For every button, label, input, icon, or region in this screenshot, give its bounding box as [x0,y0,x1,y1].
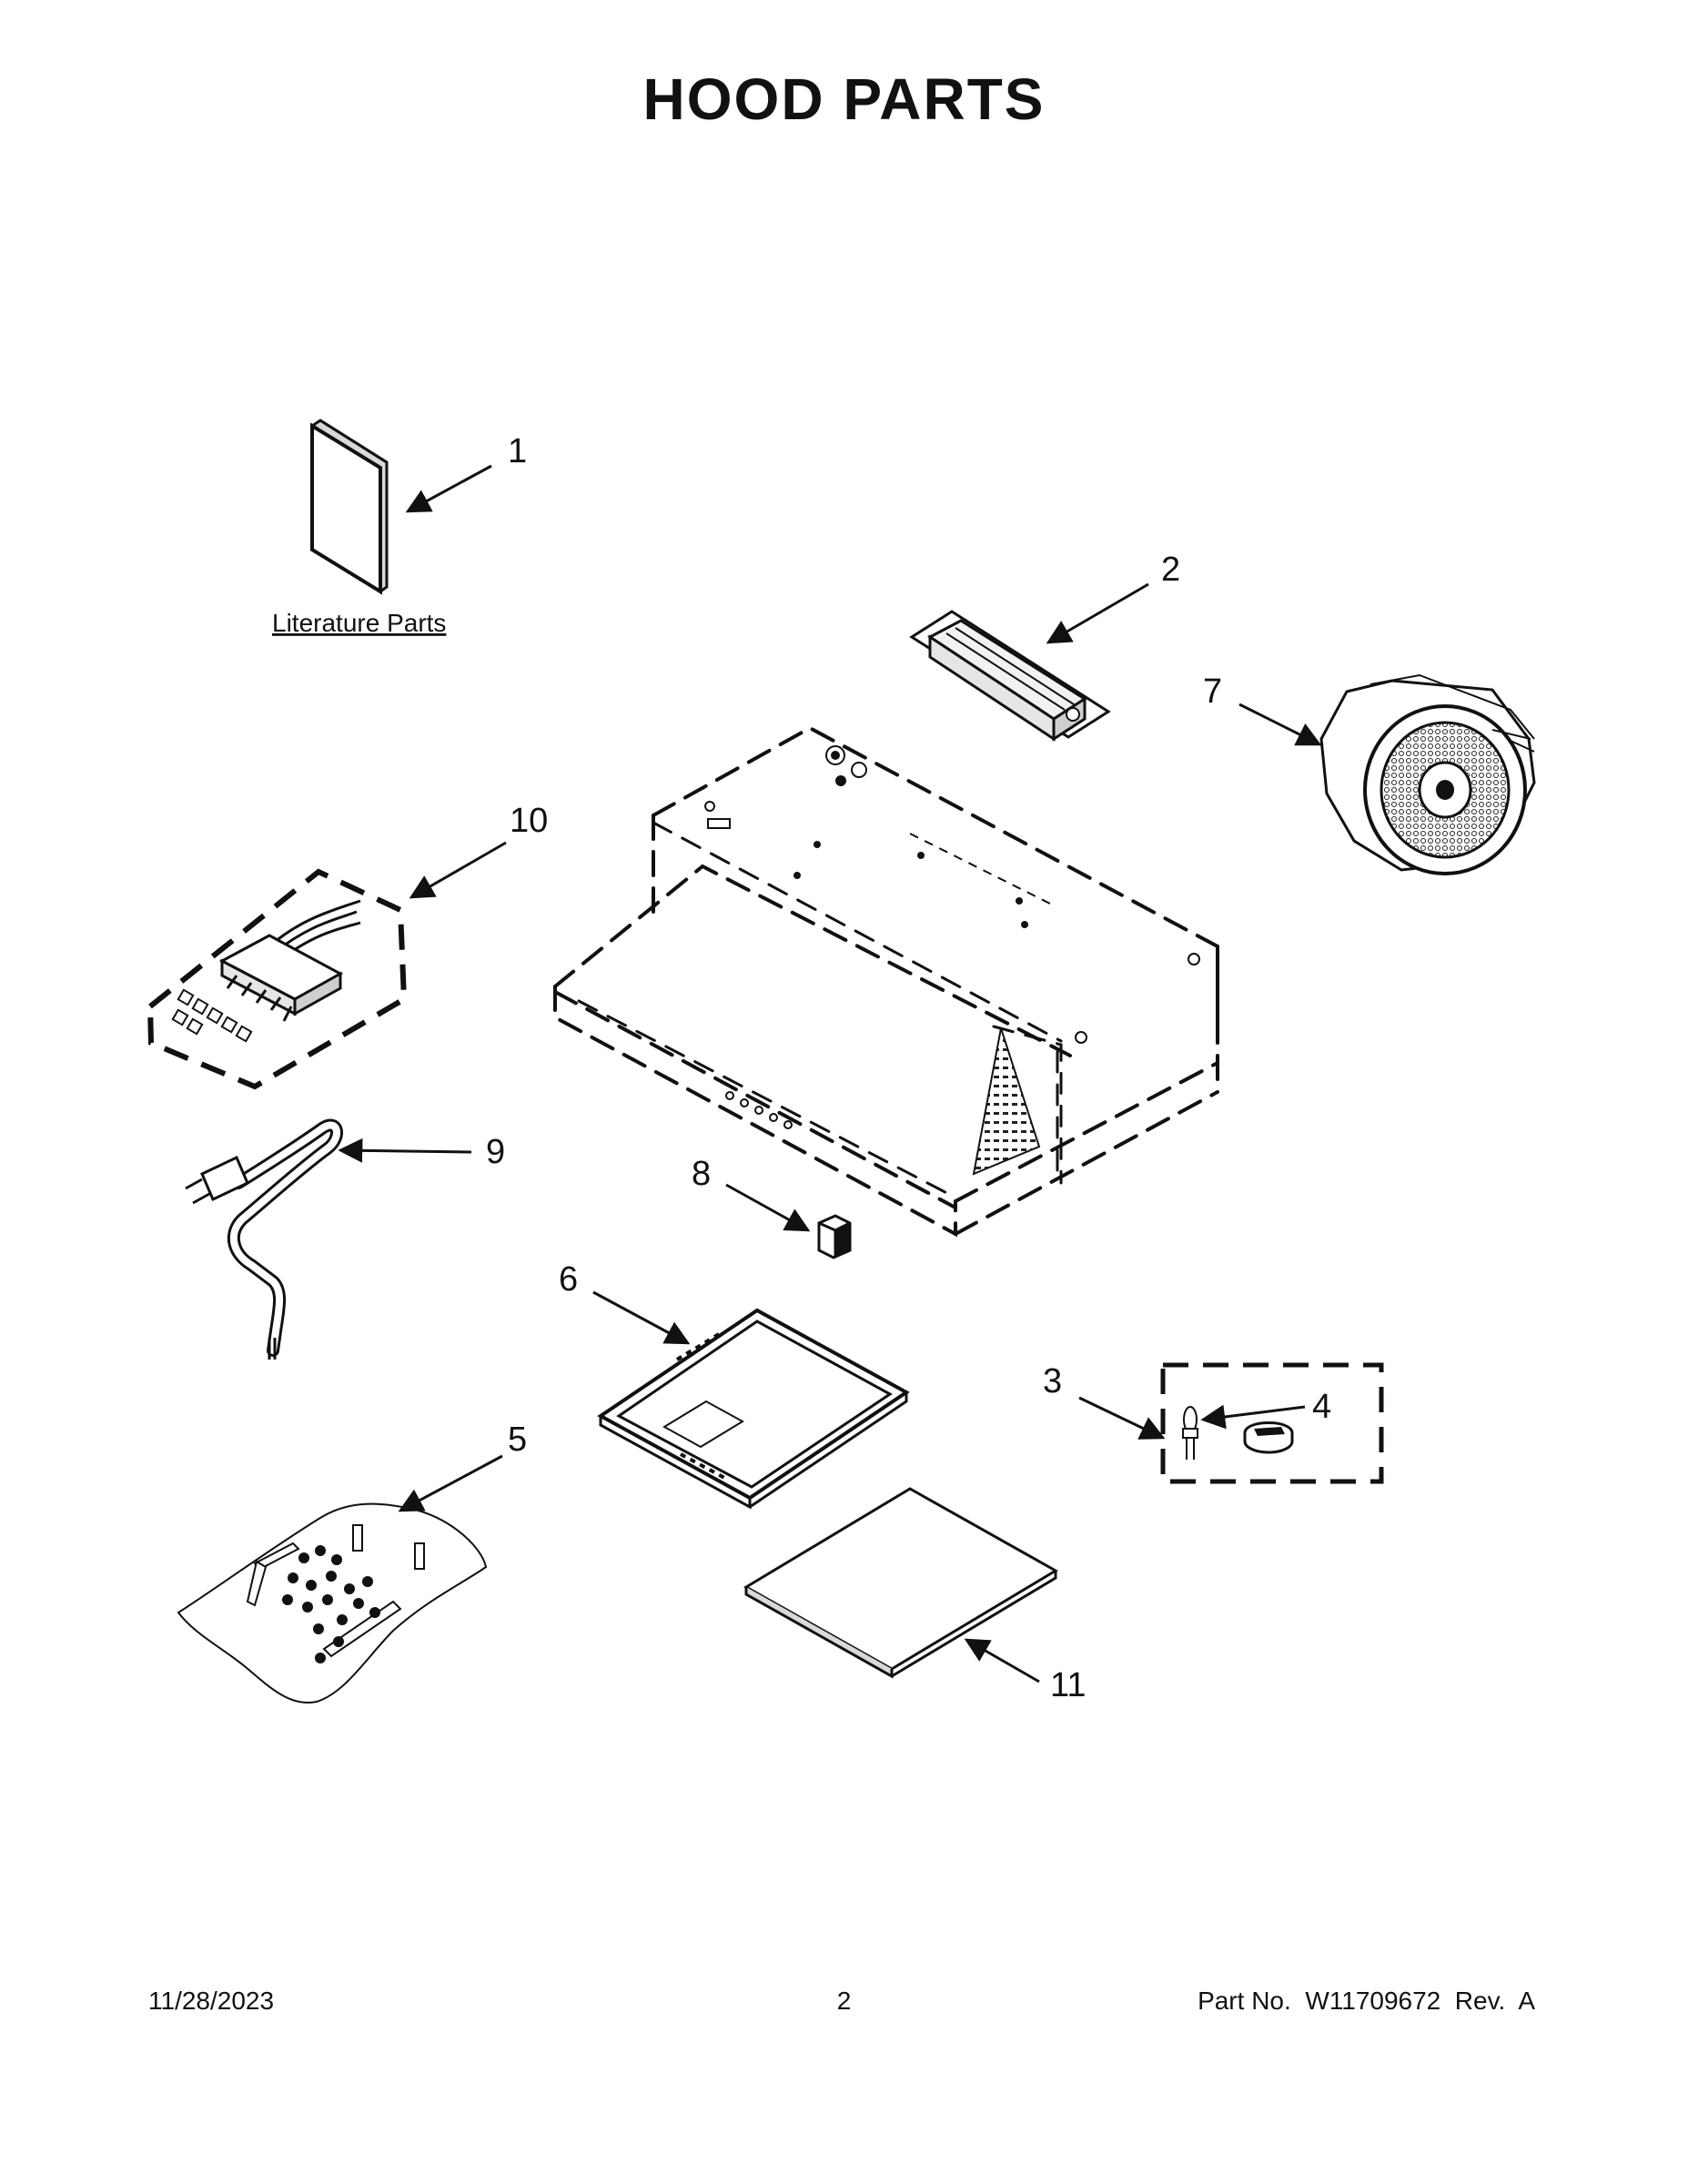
callout-8: 8 [692,1155,711,1193]
callout-arrow-10 [409,841,507,899]
callout-arrow-3 [1078,1396,1166,1440]
callout-arrow-4 [1200,1404,1306,1430]
callout-6: 6 [559,1260,578,1299]
control-board-part [147,868,408,1090]
footer-part-number: Part No. W11709672 Rev. A [1198,1987,1535,2015]
callout-11: 11 [1050,1666,1086,1704]
callout-7: 7 [1203,672,1222,711]
power-cord-part [185,1118,343,1360]
callout-9: 9 [486,1133,505,1171]
hood-top-holes [704,745,1200,1044]
footer-date: 11/28/2023 [148,1987,275,2015]
callout-4: 4 [1312,1388,1331,1426]
hood-side-vents [972,1027,1041,1176]
hardware-bag-part [177,1502,488,1704]
callout-arrow-6 [592,1290,691,1345]
control-bracket-part [909,610,1111,742]
callout-5: 5 [508,1421,527,1459]
callout-arrow-2 [1046,582,1149,644]
callout-arrow-7 [1238,703,1322,746]
lamp-kit-part [1160,1362,1384,1484]
callout-arrow-8 [725,1183,811,1232]
hood-body-outline [553,725,1219,1238]
callout-arrow-11 [964,1638,1040,1684]
hood-control-buttons [725,1091,793,1129]
callout-3: 3 [1043,1362,1062,1400]
callout-1: 1 [508,432,527,470]
literature-parts-label: Literature Parts [272,609,446,637]
callout-10: 10 [510,802,548,840]
grease-filter-part [597,1308,910,1510]
callout-arrow-9 [338,1138,472,1163]
filter-panel-part [743,1487,1058,1679]
literature-part [310,419,389,595]
callout-arrow-1 [405,464,492,513]
knob-part [817,1214,852,1259]
page-title: HOOD PARTS [642,66,1046,132]
footer-page-number: 2 [836,1987,852,2015]
blower-part [1319,673,1536,875]
callout-2: 2 [1161,551,1180,589]
callout-arrow-5 [398,1454,503,1512]
